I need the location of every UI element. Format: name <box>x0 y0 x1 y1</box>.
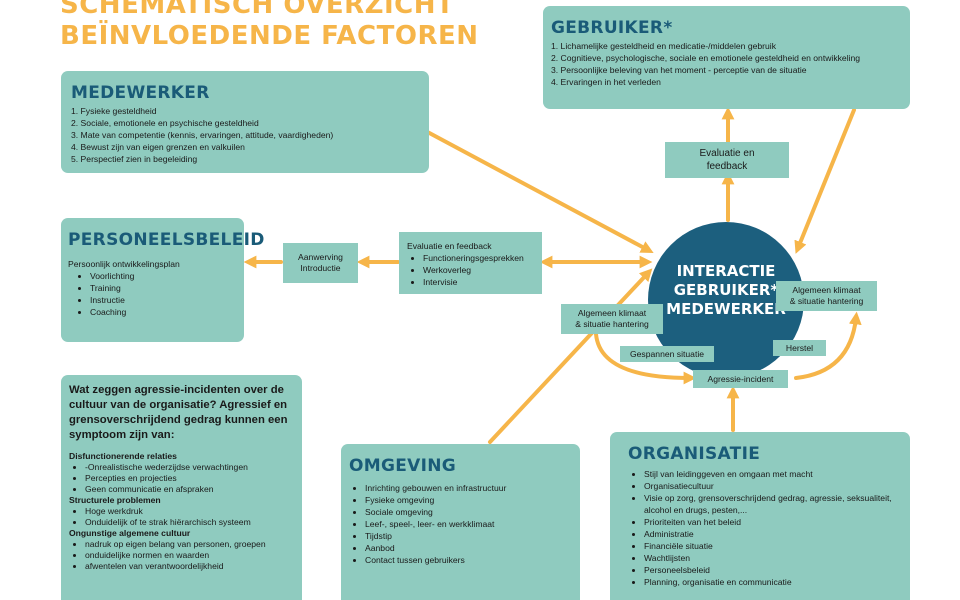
organisatie-heading: ORGANISATIE <box>628 444 761 464</box>
arrow-klimaat-to-incident <box>594 332 697 385</box>
evaluatie-top-line2: feedback <box>706 161 748 172</box>
gebruiker-item: 1. Lichamelijke gesteldheid en medicatie… <box>551 41 776 51</box>
cultuur-item: Geen communicatie en afspraken <box>85 484 296 495</box>
evaluatie-left-list: FunctioneringsgesprekkenWerkoverlegInter… <box>407 252 542 288</box>
evaluatie-item: Intervisie <box>423 276 542 288</box>
omgeving-item: Leef-, speel-, leer- en werkklimaat <box>365 518 580 530</box>
title-line-2: BEÏNVLOEDENDE FACTOREN <box>60 21 479 51</box>
gespannen-situatie-box: Gespannen situatie <box>620 346 714 362</box>
medewerker-heading: MEDEWERKER <box>71 83 210 103</box>
klimaat-left-line2: & situatie hantering <box>575 319 649 329</box>
personeelsbeleid-box: PERSONEELSBELEID Persoonlijk ontwikkelin… <box>61 218 265 342</box>
omgeving-box: OMGEVING Inrichting gebouwen en infrastr… <box>341 444 580 600</box>
personeelsbeleid-item: Training <box>90 282 244 294</box>
gebruiker-box: GEBRUIKER* 1. Lichamelijke gesteldheid e… <box>543 6 910 109</box>
interactie-label: INTERACTIE GEBRUIKER* MEDEWERKER <box>648 262 804 319</box>
gebruiker-item: 3. Persoonlijke beleving van het moment … <box>551 65 807 75</box>
gebruiker-item: 2. Cognitieve, psychologische, sociale e… <box>551 53 861 63</box>
gebruiker-item: 4. Ervaringen in het verleden <box>551 77 661 87</box>
medewerker-item: 4. Bewust zijn van eigen grenzen en valk… <box>71 142 245 152</box>
omgeving-item: Contact tussen gebruikers <box>365 554 580 566</box>
interactie-line3: MEDEWERKER <box>666 300 786 318</box>
evaluatie-top-box: Evaluatie en feedback <box>665 142 789 178</box>
diagram-title: SCHEMATISCH OVERZICHT BEÏNVLOEDENDE FACT… <box>60 0 479 52</box>
arrow-medewerker-to-center <box>418 126 654 254</box>
omgeving-item: Inrichting gebouwen en infrastructuur <box>365 482 580 494</box>
personeelsbeleid-item: Voorlichting <box>90 270 244 282</box>
cultuur-group-title: Structurele problemen <box>69 495 161 505</box>
organisatie-item: Personeelsbeleid <box>644 564 904 576</box>
medewerker-item: 5. Perspectief zien in begeleiding <box>71 154 198 164</box>
personeelsbeleid-heading: PERSONEELSBELEID <box>68 230 265 250</box>
organisatie-item: Administratie <box>644 528 904 540</box>
evaluatie-left-box: Evaluatie en feedback Functioneringsgesp… <box>399 232 542 294</box>
personeelsbeleid-item: Instructie <box>90 294 244 306</box>
personeelsbeleid-item: Coaching <box>90 306 244 318</box>
medewerker-item: 3. Mate van competentie (kennis, ervarin… <box>71 130 334 140</box>
arrow-gebruiker-to-center <box>794 108 856 254</box>
cultuur-item: onduidelijke normen en waarden <box>85 550 296 561</box>
interactie-line2: GEBRUIKER* <box>673 281 779 299</box>
cultuur-group-list: -Onrealistische wederzijdse verwachtinge… <box>69 462 296 495</box>
aanwerving-box: Aanwerving Introductie <box>283 243 358 283</box>
evaluatie-item: Werkoverleg <box>423 264 542 276</box>
personeelsbeleid-intro: Persoonlijk ontwikkelingsplan <box>68 259 180 269</box>
arrow-omgeving-to-center <box>488 268 653 444</box>
omgeving-item: Sociale omgeving <box>365 506 580 518</box>
arrow-incident-to-klimaat <box>794 311 862 380</box>
cultuur-group-title: Ongunstige algemene cultuur <box>69 528 191 538</box>
cultuur-item: nadruk op eigen belang van personen, gro… <box>85 539 296 550</box>
cultuur-item: Hoge werkdruk <box>85 506 296 517</box>
agressie-incident-label: Agressie-incident <box>707 373 774 384</box>
cultuur-item: -Onrealistische wederzijdse verwachtinge… <box>85 462 296 473</box>
gebruiker-list: 1. Lichamelijke gesteldheid en medicatie… <box>551 40 910 88</box>
klimaat-left-box: Algemeen klimaat & situatie hantering <box>561 304 663 334</box>
medewerker-item: 1. Fysieke gesteldheid <box>71 106 157 116</box>
introductie-label: Introductie <box>300 263 341 273</box>
interactie-line1: INTERACTIE <box>676 262 776 280</box>
medewerker-list: 1. Fysieke gesteldheid 2. Sociale, emotio… <box>71 105 429 165</box>
cultuur-group-list: Hoge werkdrukOnduidelijk of te strak hië… <box>69 506 296 528</box>
organisatie-item: Visie op zorg, grensoverschrijdend gedra… <box>644 492 904 516</box>
herstel-box: Herstel <box>773 340 826 356</box>
medewerker-box: MEDEWERKER 1. Fysieke gesteldheid 2. Soci… <box>61 71 429 173</box>
evaluatie-item: Functioneringsgesprekken <box>423 252 542 264</box>
organisatie-box: ORGANISATIE Stijl van leidinggeven en om… <box>610 432 910 600</box>
evaluatie-left-heading: Evaluatie en feedback <box>407 241 492 251</box>
cultuur-item: afwentelen van verantwoordelijkheid <box>85 561 296 572</box>
omgeving-heading: OMGEVING <box>349 456 456 476</box>
organisatie-item: Organisatiecultuur <box>644 480 904 492</box>
klimaat-right-line2: & situatie hantering <box>789 296 864 306</box>
gebruiker-heading: GEBRUIKER* <box>551 18 673 38</box>
aanwerving-label: Aanwerving <box>298 252 343 262</box>
gespannen-situatie-label: Gespannen situatie <box>629 348 705 359</box>
medewerker-item: 2. Sociale, emotionele en psychische ges… <box>71 118 259 128</box>
klimaat-right-box: Algemeen klimaat & situatie hantering <box>776 281 877 311</box>
omgeving-item: Tijdstip <box>365 530 580 542</box>
cultuur-group-title: Disfunctionerende relaties <box>69 451 177 461</box>
omgeving-item: Aanbod <box>365 542 580 554</box>
organisatie-item: Stijl van leidinggeven en omgaan met mac… <box>644 468 904 480</box>
title-line-1: SCHEMATISCH OVERZICHT <box>60 0 455 20</box>
cultuur-heading: Wat zeggen agressie-incidenten over de c… <box>69 384 288 441</box>
cultuur-item: Onduidelijk of te strak hiërarchisch sys… <box>85 517 296 528</box>
organisatie-list: Stijl van leidinggeven en omgaan met mac… <box>628 468 904 588</box>
evaluatie-top-line1: Evaluatie en <box>699 148 755 159</box>
organisatie-item: Planning, organisatie en communicatie <box>644 576 904 588</box>
cultuur-item: Percepties en projecties <box>85 473 296 484</box>
klimaat-right-line1: Algemeen klimaat <box>792 285 861 295</box>
klimaat-left-line1: Algemeen klimaat <box>577 308 647 318</box>
cultuur-box: Wat zeggen agressie-incidenten over de c… <box>61 375 302 600</box>
personeelsbeleid-list: VoorlichtingTrainingInstructieCoaching <box>68 270 244 318</box>
cultuur-groups: Disfunctionerende relaties-Onrealistisch… <box>69 451 296 572</box>
cultuur-group-list: nadruk op eigen belang van personen, gro… <box>69 539 296 572</box>
agressie-incident-box: Agressie-incident <box>693 370 788 388</box>
herstel-label: Herstel <box>785 342 814 353</box>
omgeving-list: Inrichting gebouwen en infrastructuurFys… <box>349 482 580 566</box>
organisatie-item: Prioriteiten van het beleid <box>644 516 904 528</box>
organisatie-item: Wachtlijsten <box>644 552 904 564</box>
organisatie-item: Financiële situatie <box>644 540 904 552</box>
omgeving-item: Fysieke omgeving <box>365 494 580 506</box>
